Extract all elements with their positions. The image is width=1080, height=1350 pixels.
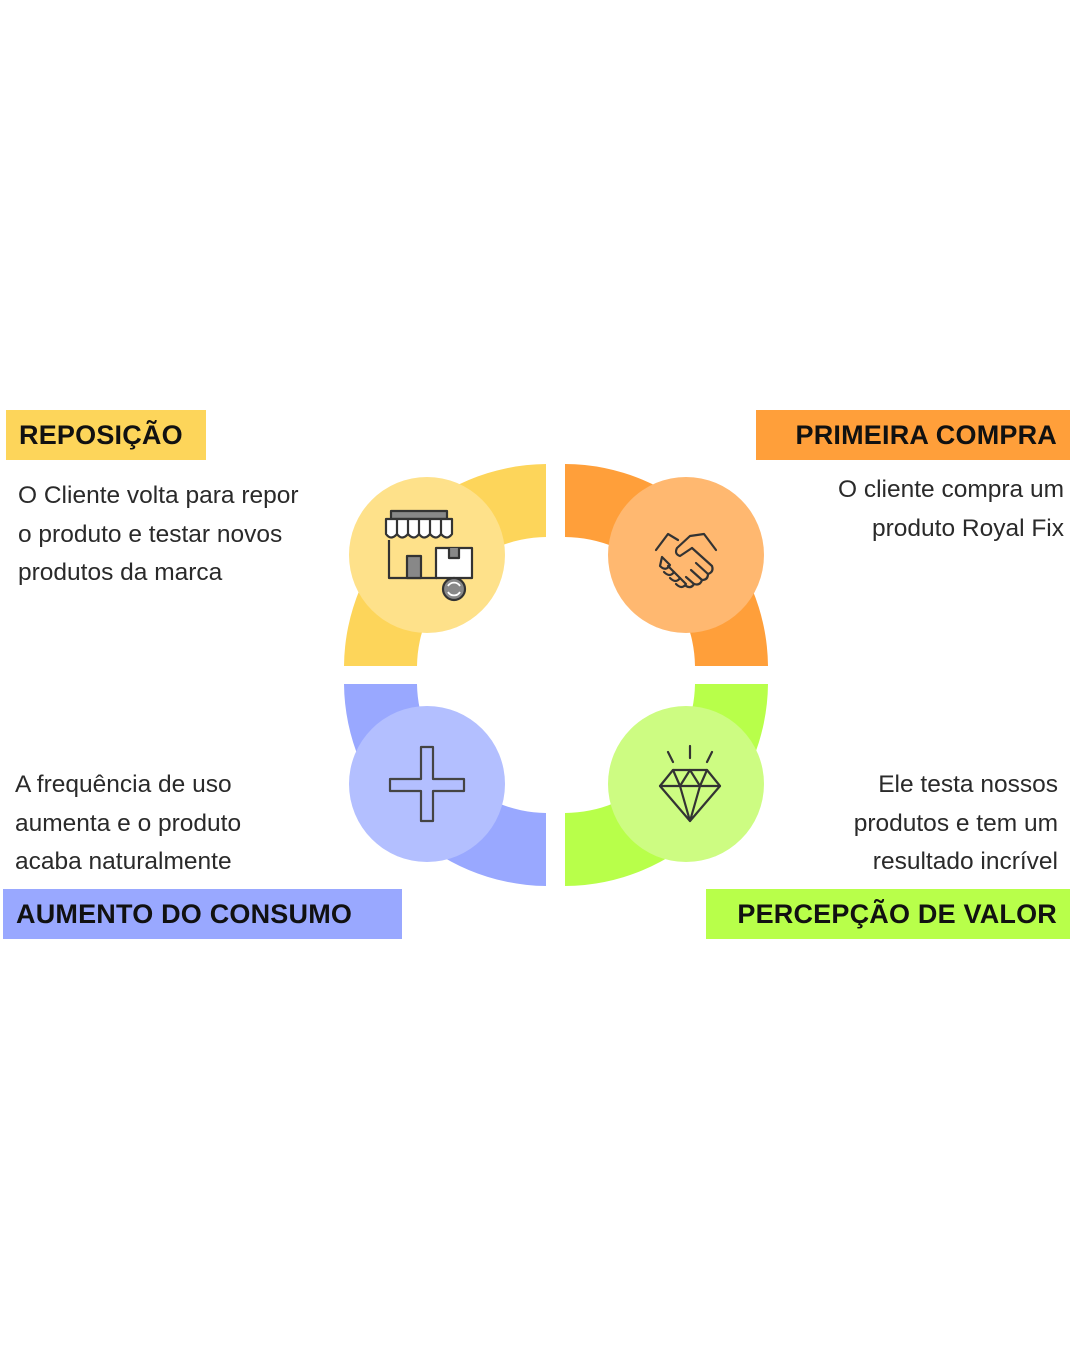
handshake-icon: [654, 532, 718, 589]
description-line: o produto e testar novos: [18, 520, 283, 548]
description-line: O Cliente volta para repor: [18, 482, 299, 509]
title-aumento-consumo: AUMENTO DO CONSUMO: [3, 889, 402, 939]
diamond-icon: [658, 744, 722, 823]
description-primeira-compra: O cliente compra um produto Royal Fix: [838, 471, 1064, 548]
title-reposicao: REPOSIÇÃO: [6, 410, 206, 460]
description-line: acaba naturalmente: [15, 848, 232, 875]
description-line: Ele testa nossos: [878, 771, 1058, 798]
circle-primeira-compra: [608, 477, 764, 633]
description-percepcao-valor: Ele testa nossos produtos e tem um resul…: [854, 766, 1058, 882]
description-aumento-consumo: A frequência de uso aumenta e o produto …: [15, 766, 241, 882]
description-line: O cliente compra um: [837, 476, 1064, 503]
store-restock-icon: [384, 509, 474, 602]
description-line: produtos e tem um: [853, 809, 1058, 837]
description-line: produtos da marca: [18, 559, 223, 586]
title-primeira-compra: PRIMEIRA COMPRA: [756, 410, 1070, 460]
circle-percepcao-valor: [608, 706, 764, 862]
description-line: A frequência de uso: [15, 771, 232, 798]
description-line: aumenta e o produto: [15, 809, 242, 837]
description-line: resultado incrível: [872, 848, 1058, 875]
description-line: produto Royal Fix: [871, 514, 1064, 542]
circle-aumento-consumo: [349, 706, 505, 862]
plus-icon: [388, 745, 466, 823]
circle-reposicao: [349, 477, 505, 633]
title-percepcao-valor: PERCEPÇÃO DE VALOR: [706, 889, 1070, 939]
description-reposicao: O Cliente volta para repor o produto e t…: [18, 477, 299, 593]
